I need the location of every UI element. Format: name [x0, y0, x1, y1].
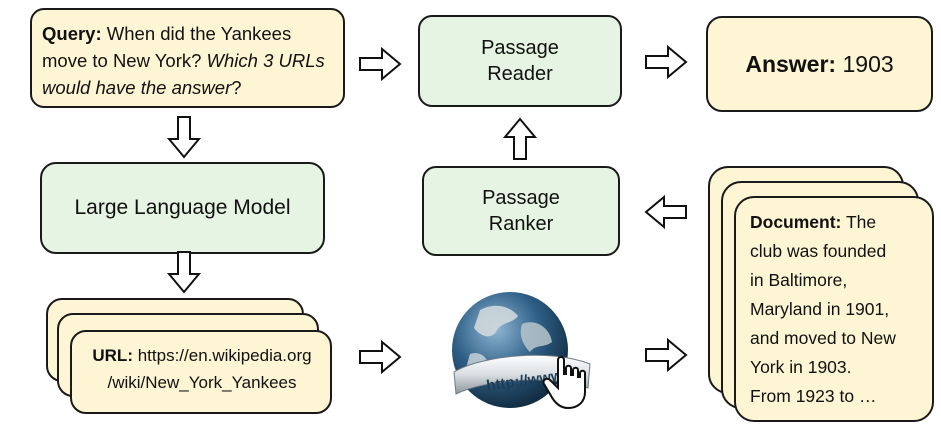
passage-ranker-box: Passage Ranker: [422, 166, 620, 256]
document-line-1: club was founded: [750, 241, 887, 261]
query-box: Query: When did the Yankees move to New …: [30, 8, 345, 108]
query-end: ?: [231, 77, 242, 98]
ranker-line2: Ranker: [488, 213, 554, 235]
url-label: URL:: [92, 346, 133, 365]
document-line-4: and moved to New: [750, 328, 896, 348]
query-text: When did the Yankees move to New York?: [42, 23, 292, 71]
answer-value: 1903: [842, 50, 894, 77]
reader-line1: Passage: [481, 37, 559, 59]
arrow-llm-to-url: [167, 250, 201, 294]
document-line-3: Maryland in 1901,: [750, 299, 890, 319]
query-label: Query:: [42, 23, 102, 44]
url-line2: /wiki/New_York_Yankees: [107, 373, 297, 392]
document-box: Document: The club was founded in Baltim…: [734, 196, 934, 422]
arrow-ranker-to-reader: [503, 117, 537, 161]
ranker-line1: Passage: [482, 187, 560, 209]
document-label: Document:: [750, 212, 842, 232]
arrow-query-to-reader: [358, 47, 402, 81]
answer-box: Answer: 1903: [706, 16, 933, 112]
document-line-5: York in 1903.: [750, 357, 852, 377]
arrow-reader-to-answer: [644, 45, 688, 79]
passage-reader-box: Passage Reader: [418, 15, 622, 107]
answer-label: Answer:: [745, 50, 837, 77]
url-line1: https://en.wikipedia.org: [137, 346, 312, 365]
document-line-6: From 1923 to …: [750, 386, 877, 406]
llm-label: Large Language Model: [74, 196, 291, 219]
globe-icon: http://www.: [440, 288, 610, 428]
arrow-document-to-ranker: [644, 195, 688, 229]
arrow-url-to-web: [358, 340, 402, 374]
query-instruction: Which 3 URLs would have the answer: [42, 50, 325, 98]
url-box: URL: https://en.wikipedia.org /wiki/New_…: [70, 330, 332, 414]
arrow-web-to-document: [644, 338, 688, 372]
document-line-2: in Baltimore,: [750, 270, 848, 290]
reader-line2: Reader: [487, 63, 553, 85]
arrow-query-to-llm: [167, 115, 201, 159]
document-line-0: The: [845, 212, 877, 232]
llm-box: Large Language Model: [40, 162, 325, 254]
